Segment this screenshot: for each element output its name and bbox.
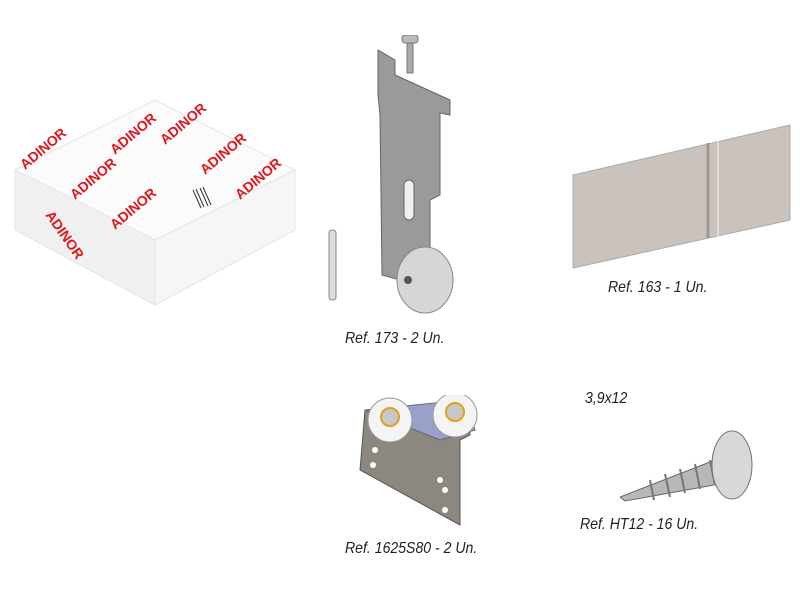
adinor-box-image: ADINOR ADINOR ADINOR ADINOR ADINOR ADINO… [13, 99, 297, 306]
hanger-173-image [328, 35, 454, 314]
caption-ref-173: Ref. 173 - 2 Un. [345, 330, 445, 347]
barcode [192, 186, 212, 209]
bracket-1625s80-image [359, 395, 478, 526]
caption-ref-163: Ref. 163 - 1 Un. [608, 279, 708, 296]
screw-ht12-image [620, 430, 753, 502]
track-163-image [572, 124, 791, 269]
caption-ref-1625s80: Ref. 1625S80 - 2 Un. [345, 540, 478, 557]
caption-ref-ht12: Ref. HT12 - 16 Un. [580, 516, 699, 533]
screw-size-label: 3,9x12 [585, 390, 628, 407]
